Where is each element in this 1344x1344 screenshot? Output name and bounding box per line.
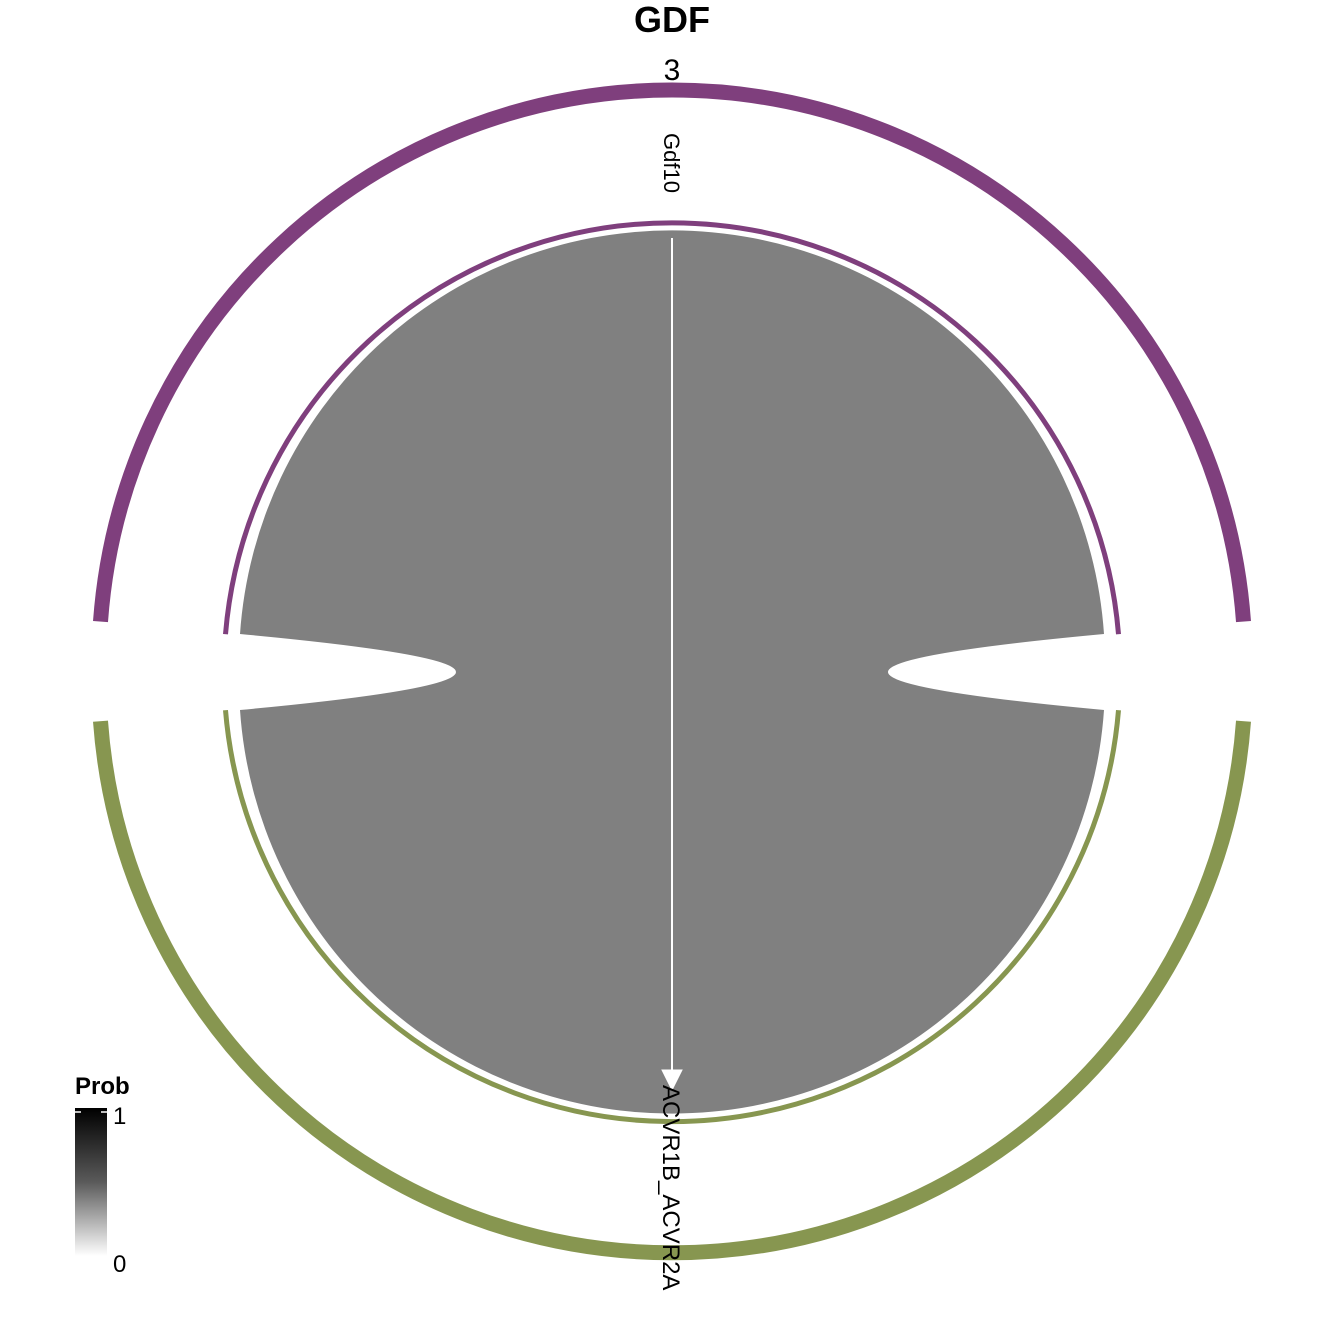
legend-title: Prob [75,1073,130,1100]
outer-arc-ligand-group [93,82,1251,623]
chart-title: GDF [634,0,710,40]
sector-arc-acvr1b-acvr2a [223,709,1121,1125]
link-arrowhead-icon [661,1069,683,1092]
sector-label-acvr1b-acvr2a: ACVR1B_ACVR2A [657,1085,684,1290]
sector-arc-gdf10 [223,220,1121,635]
outer-sector-label: 3 [664,54,681,87]
legend-colorbar [75,1108,107,1256]
sector-label-gdf10: Gdf10 [659,133,684,193]
outer-arc-receptor-group [93,720,1251,1261]
legend-min-label: 0 [113,1251,126,1278]
legend-max-label: 1 [113,1103,126,1130]
prob-legend: Prob 1 0 [75,1073,130,1278]
